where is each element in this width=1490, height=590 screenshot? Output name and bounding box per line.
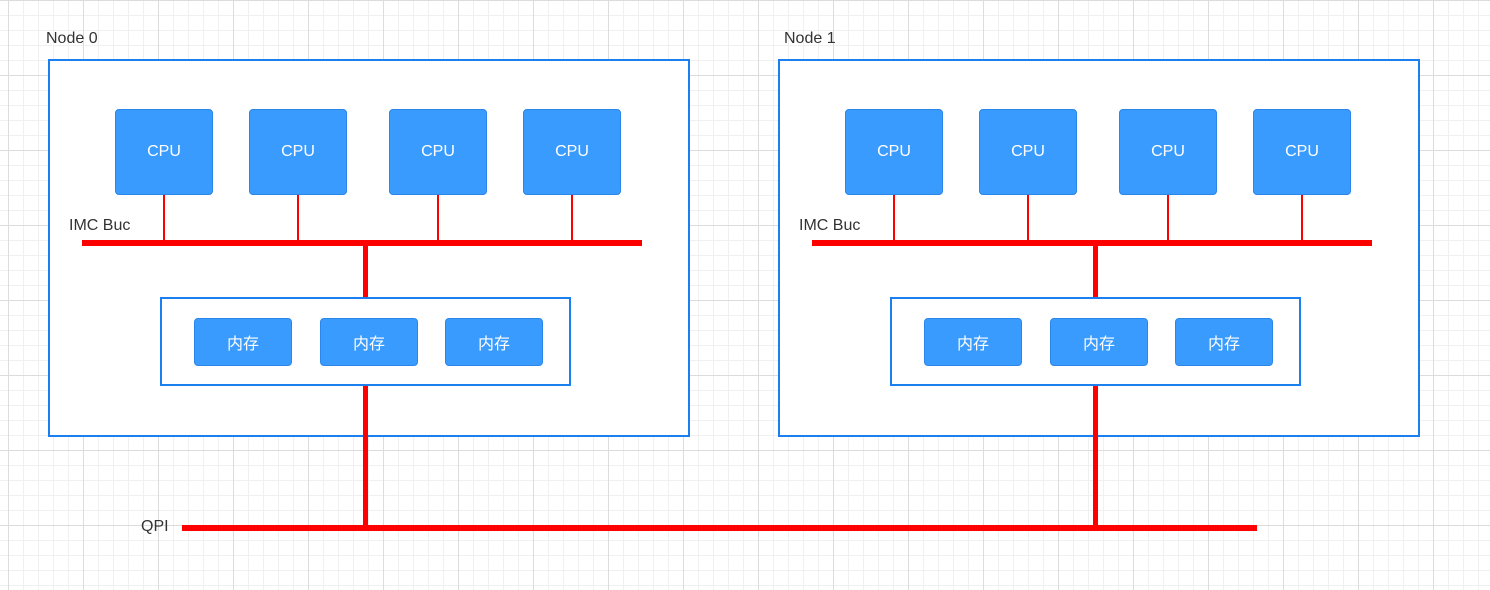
node-0-cpu-4: CPU	[523, 109, 621, 195]
qpi-label: QPI	[141, 518, 169, 535]
node-1-cpu-1-connector	[893, 195, 895, 242]
node-1-memory-2: 内存	[1050, 318, 1148, 366]
node-0-cpu-4-connector	[571, 195, 573, 242]
node-1-qpi-link	[1093, 386, 1098, 528]
node-1-imc-bus	[812, 240, 1372, 246]
qpi-bus	[182, 525, 1257, 531]
node-1-cpu-4-connector	[1301, 195, 1303, 242]
node-0-qpi-link	[363, 386, 368, 528]
node-1-imc-bus-label: IMC Buc	[799, 217, 861, 234]
node-0-memory-2: 内存	[320, 318, 418, 366]
node-1-cpu-2-connector	[1027, 195, 1029, 242]
node-0-bus-memory-link	[363, 246, 368, 298]
node-1-label: Node 1	[784, 30, 836, 47]
node-0-cpu-3: CPU	[389, 109, 487, 195]
node-1-cpu-2: CPU	[979, 109, 1077, 195]
node-1-cpu-3-connector	[1167, 195, 1169, 242]
node-1-cpu-3: CPU	[1119, 109, 1217, 195]
node-1-memory-1: 内存	[924, 318, 1022, 366]
node-0-cpu-1: CPU	[115, 109, 213, 195]
node-1-cpu-4: CPU	[1253, 109, 1351, 195]
node-0-memory-3: 内存	[445, 318, 543, 366]
node-0-cpu-1-connector	[163, 195, 165, 242]
node-0-cpu-3-connector	[437, 195, 439, 242]
node-0-imc-bus-label: IMC Buc	[69, 217, 131, 234]
node-0-imc-bus	[82, 240, 642, 246]
node-1-cpu-1: CPU	[845, 109, 943, 195]
node-0-cpu-2: CPU	[249, 109, 347, 195]
node-0-memory-1: 内存	[194, 318, 292, 366]
node-1-bus-memory-link	[1093, 246, 1098, 298]
node-1-memory-3: 内存	[1175, 318, 1273, 366]
node-0-cpu-2-connector	[297, 195, 299, 242]
node-0-label: Node 0	[46, 30, 98, 47]
